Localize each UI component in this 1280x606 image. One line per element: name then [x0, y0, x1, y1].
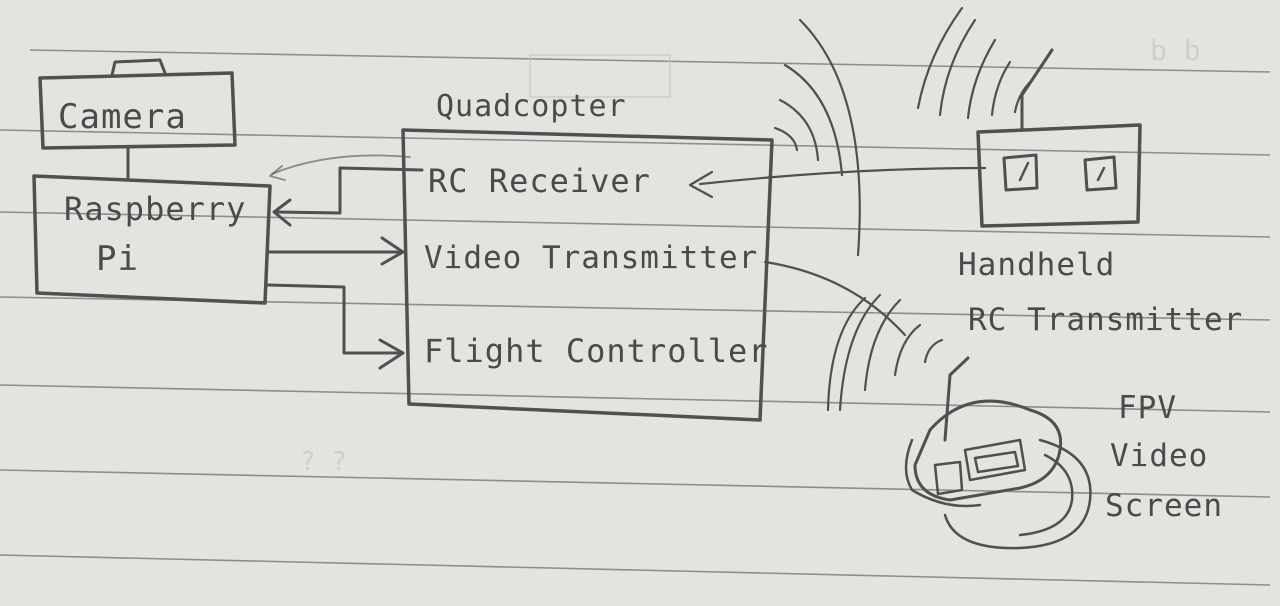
- video-transmitter-label: Video Transmitter: [424, 240, 758, 276]
- rc-receiver-to-pi-arrow: [274, 166, 424, 215]
- handheld-label: Handheld: [958, 247, 1115, 283]
- quadcopter-radio-waves: [773, 18, 861, 257]
- flight-controller-label: Flight Controller: [424, 332, 769, 370]
- quadcopter-block: RC Receiver Video Transmitter Flight Con…: [401, 128, 774, 422]
- handheld-rc-transmitter: Handheld RC Transmitter: [916, 6, 1243, 338]
- fpv-video-screen: FPV Video Screen: [826, 293, 1223, 550]
- camera-label: Camera: [58, 97, 187, 137]
- pi-label: Pi: [96, 239, 139, 279]
- connection-arrows: [266, 154, 424, 370]
- rc-transmitter-label: RC Transmitter: [968, 302, 1243, 338]
- rc-receiver-label: RC Receiver: [428, 162, 651, 200]
- svg-text:? ?: ? ?: [300, 447, 347, 477]
- video-label: Video: [1110, 438, 1208, 474]
- camera-block: Camera: [38, 58, 237, 150]
- bleed-through-ghost: b b ? ?: [300, 34, 1201, 477]
- svg-text:b b: b b: [1150, 34, 1201, 67]
- fpv-label: FPV: [1118, 390, 1177, 426]
- raspberry-label: Raspberry: [64, 190, 246, 228]
- raspberry-pi-block: Raspberry Pi: [32, 174, 272, 305]
- video-link-line: [763, 260, 907, 337]
- screen-label: Screen: [1105, 488, 1223, 524]
- faint-feedback-arc: [271, 154, 411, 175]
- rc-link-arrow: [688, 166, 987, 199]
- pi-to-flight-controller-arrow: [266, 283, 404, 355]
- quadcopter-label: Quadcopter: [436, 89, 627, 124]
